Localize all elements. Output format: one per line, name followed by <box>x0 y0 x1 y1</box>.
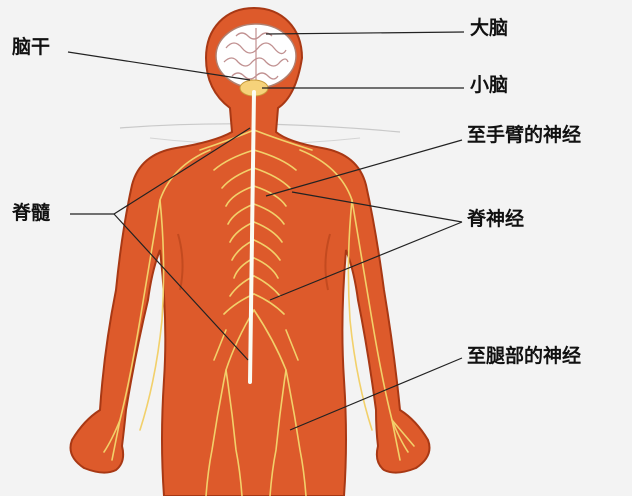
label-brainstem: 脑干 <box>12 38 50 57</box>
label-cerebrum: 大脑 <box>470 19 508 38</box>
label-spinal-cord: 脊髓 <box>12 204 50 223</box>
label-spinal-nerves: 脊神经 <box>467 210 524 229</box>
label-cerebellum: 小脑 <box>470 76 508 95</box>
label-arm-nerves: 至手臂的神经 <box>467 126 581 145</box>
label-leg-nerves: 至腿部的神经 <box>467 347 581 366</box>
